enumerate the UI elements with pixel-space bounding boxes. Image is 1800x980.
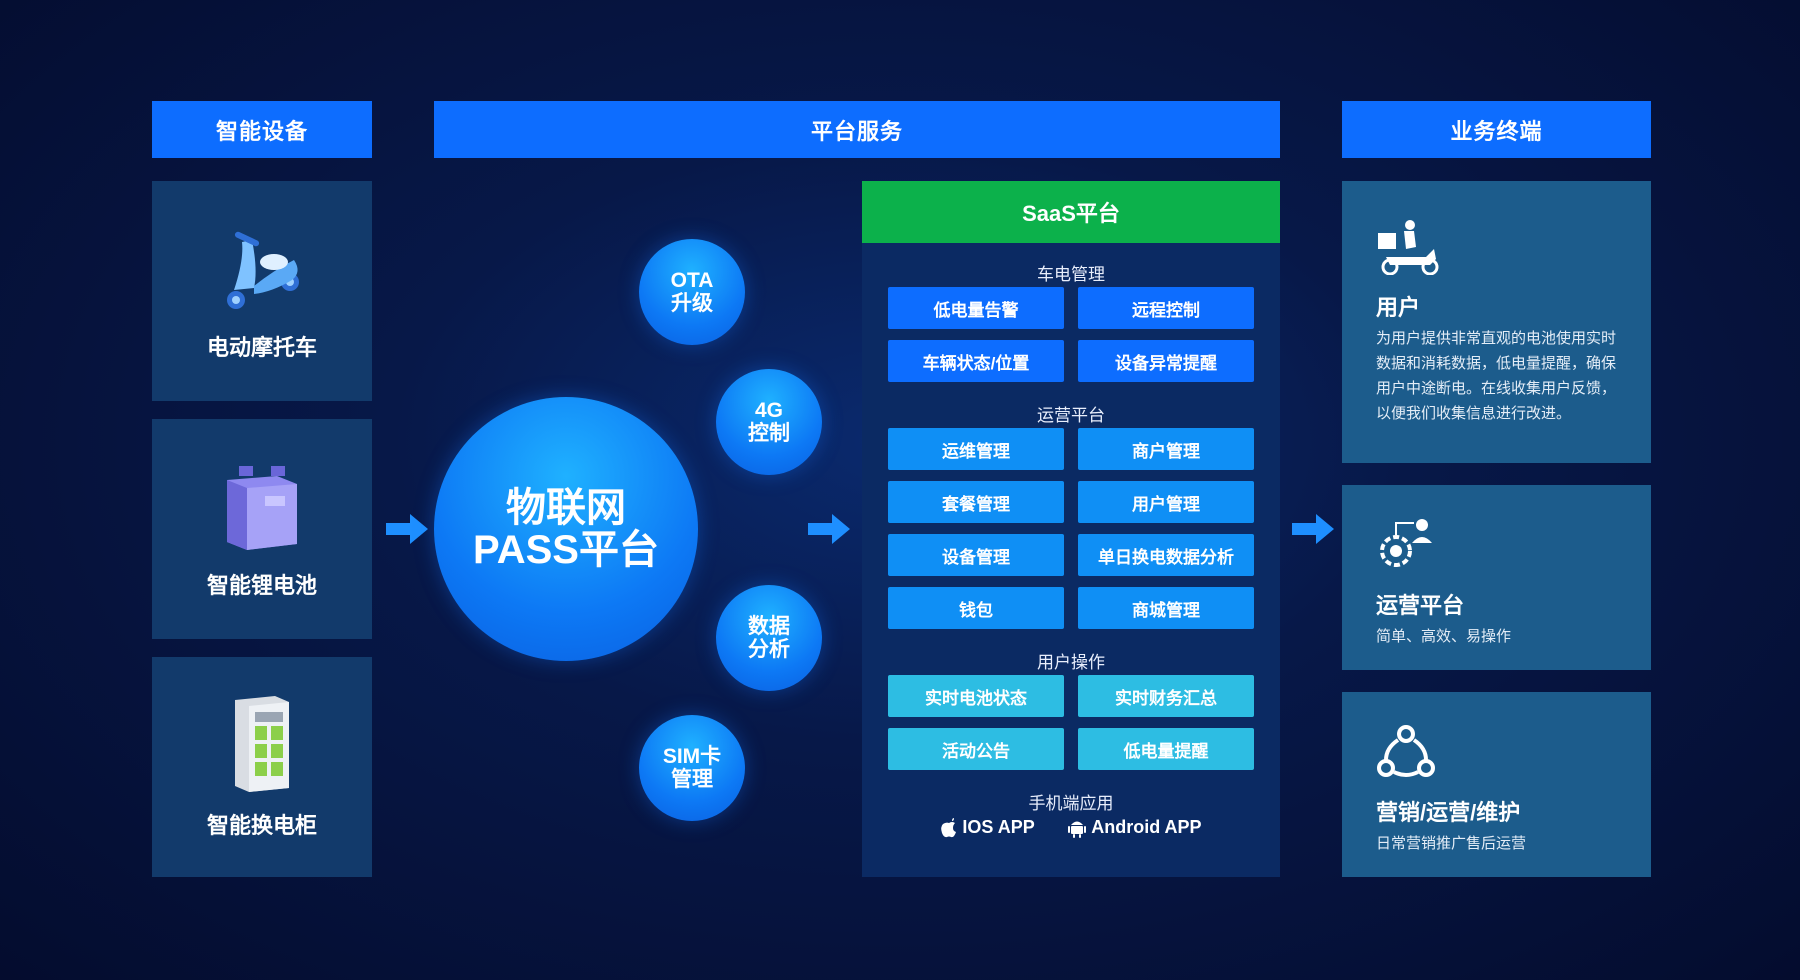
terminal-card-marketing: 营销/运营/维护 日常营销推广售后运营 — [1342, 692, 1651, 877]
section-title: 用户操作 — [1037, 653, 1105, 672]
header-devices: 智能设备 — [152, 101, 372, 158]
network-icon — [1377, 725, 1435, 777]
section-title: 运营平台 — [1037, 406, 1105, 425]
arrow-right-icon — [1292, 514, 1334, 544]
terminal-desc: 简单、高效、易操作 — [1376, 628, 1512, 645]
iot-platform-circle: 物联网 PASS平台 — [434, 397, 698, 661]
feature-button: 实时电池状态 — [888, 675, 1064, 717]
terminal-title: 用户 — [1376, 295, 1421, 320]
device-card-battery: 智能锂电池 — [152, 419, 372, 639]
core-title-line2: PASS平台 — [473, 528, 659, 572]
mobile-apps-row: IOS APP Android APP — [862, 817, 1280, 843]
feature-button: 远程控制 — [1078, 287, 1254, 329]
terminal-title: 营销/运营/维护 — [1376, 800, 1521, 825]
mobile-apps-title: 手机端应用 — [1028, 794, 1114, 813]
arrow-right-icon — [808, 514, 850, 544]
ios-app-label: IOS APP — [962, 817, 1035, 837]
scooter-icon — [227, 231, 299, 309]
feature-button: 运维管理 — [888, 428, 1064, 470]
delivery-rider-icon — [1378, 220, 1439, 276]
feature-button: 用户管理 — [1078, 481, 1254, 523]
feature-button: 商城管理 — [1078, 587, 1254, 629]
header-terminals: 业务终端 — [1342, 101, 1651, 158]
device-label: 智能锂电池 — [206, 573, 317, 598]
bubble-sim: SIM卡 管理 — [639, 715, 745, 821]
feature-button: 单日换电数据分析 — [1078, 534, 1254, 576]
android-app: Android APP — [1067, 817, 1202, 838]
terminal-title: 运营平台 — [1376, 593, 1465, 618]
feature-button: 低电量告警 — [888, 287, 1064, 329]
feature-button: 低电量提醒 — [1078, 728, 1254, 770]
saas-panel: SaaS平台 车电管理 低电量告警 远程控制 车辆状态/位置 设备异常提醒 运营… — [862, 181, 1280, 877]
terminal-card-users: 用户 为用户提供非常直观的电池使用实时数据和消耗数据，低电量提醒，确保用户中途断… — [1342, 181, 1651, 463]
battery-cabinet-icon — [235, 696, 289, 792]
feature-button: 钱包 — [888, 587, 1064, 629]
feature-button: 设备异常提醒 — [1078, 340, 1254, 382]
bubble-data: 数据 分析 — [716, 585, 822, 691]
bubble-4g: 4G 控制 — [716, 369, 822, 475]
terminal-desc: 日常营销推广售后运营 — [1376, 835, 1527, 852]
feature-button: 活动公告 — [888, 728, 1064, 770]
feature-button: 车辆状态/位置 — [888, 340, 1064, 382]
android-app-label: Android APP — [1091, 817, 1202, 837]
gear-user-icon — [1380, 519, 1432, 567]
core-title-line1: 物联网 — [506, 486, 626, 530]
feature-button: 商户管理 — [1078, 428, 1254, 470]
device-card-cabinet: 智能换电柜 — [152, 657, 372, 877]
bubble-ota: OTA 升级 — [639, 239, 745, 345]
device-label: 智能换电柜 — [206, 813, 317, 838]
terminal-desc: 为用户提供非常直观的电池使用实时数据和消耗数据，低电量提醒，确保用户中途断电。在… — [1376, 330, 1617, 422]
feature-button: 套餐管理 — [888, 481, 1064, 523]
device-label: 电动摩托车 — [206, 335, 317, 360]
device-card-scooter: 电动摩托车 — [152, 181, 372, 401]
section-title: 车电管理 — [1037, 265, 1105, 284]
feature-button: 实时财务汇总 — [1078, 675, 1254, 717]
arrow-right-icon — [386, 514, 428, 544]
header-platform: 平台服务 — [434, 101, 1280, 158]
apple-icon — [941, 817, 957, 837]
ios-app: IOS APP — [940, 817, 1035, 838]
feature-button: 设备管理 — [888, 534, 1064, 576]
saas-title: SaaS平台 — [862, 181, 1280, 243]
battery-icon — [227, 466, 297, 550]
android-icon — [1068, 821, 1087, 838]
terminal-card-ops: 运营平台 简单、高效、易操作 — [1342, 485, 1651, 670]
